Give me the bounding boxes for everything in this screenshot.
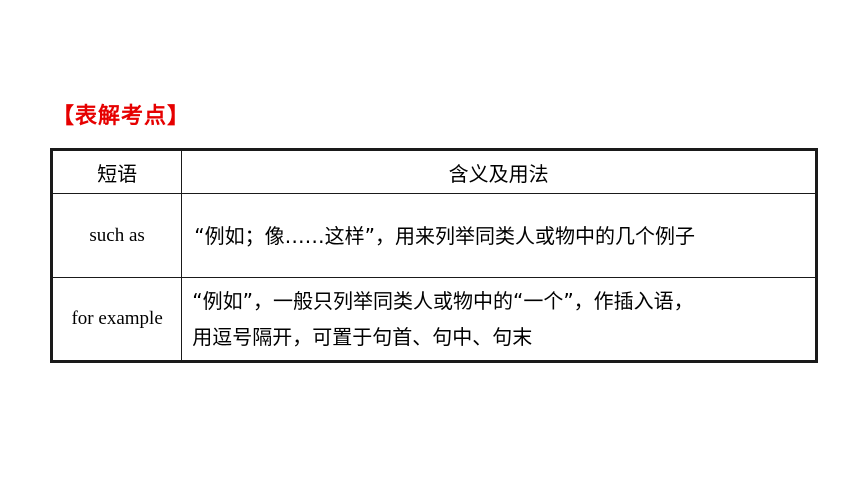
phrase-cell: such as [50, 193, 183, 278]
phrase-comparison-table: 短语 含义及用法 such as “例如；像……这样”，用来列举同类人或物中的几… [50, 148, 818, 363]
table-row: for example “例如”，一般只列举同类人或物中的“一个”，作插入语， … [50, 277, 817, 362]
meaning-line: 用逗号隔开，可置于句首、句中、句末 [192, 325, 533, 349]
table-row: such as “例如；像……这样”，用来列举同类人或物中的几个例子 [50, 193, 817, 278]
section-title: 【表解考点】 [52, 104, 191, 129]
table-header-row: 短语 含义及用法 [50, 149, 817, 194]
meaning-line: “例如；像……这样”，用来列举同类人或物中的几个例子 [194, 223, 695, 248]
header-meaning: 含义及用法 [181, 149, 817, 194]
phrase-cell: for example [50, 277, 183, 362]
meaning-cell: “例如”，一般只列举同类人或物中的“一个”，作插入语， 用逗号隔开，可置于句首、… [181, 277, 817, 362]
meaning-cell: “例如；像……这样”，用来列举同类人或物中的几个例子 [181, 193, 817, 278]
header-phrase: 短语 [50, 149, 183, 194]
meaning-line: “例如”，一般只列举同类人或物中的“一个”，作插入语， [192, 289, 694, 313]
